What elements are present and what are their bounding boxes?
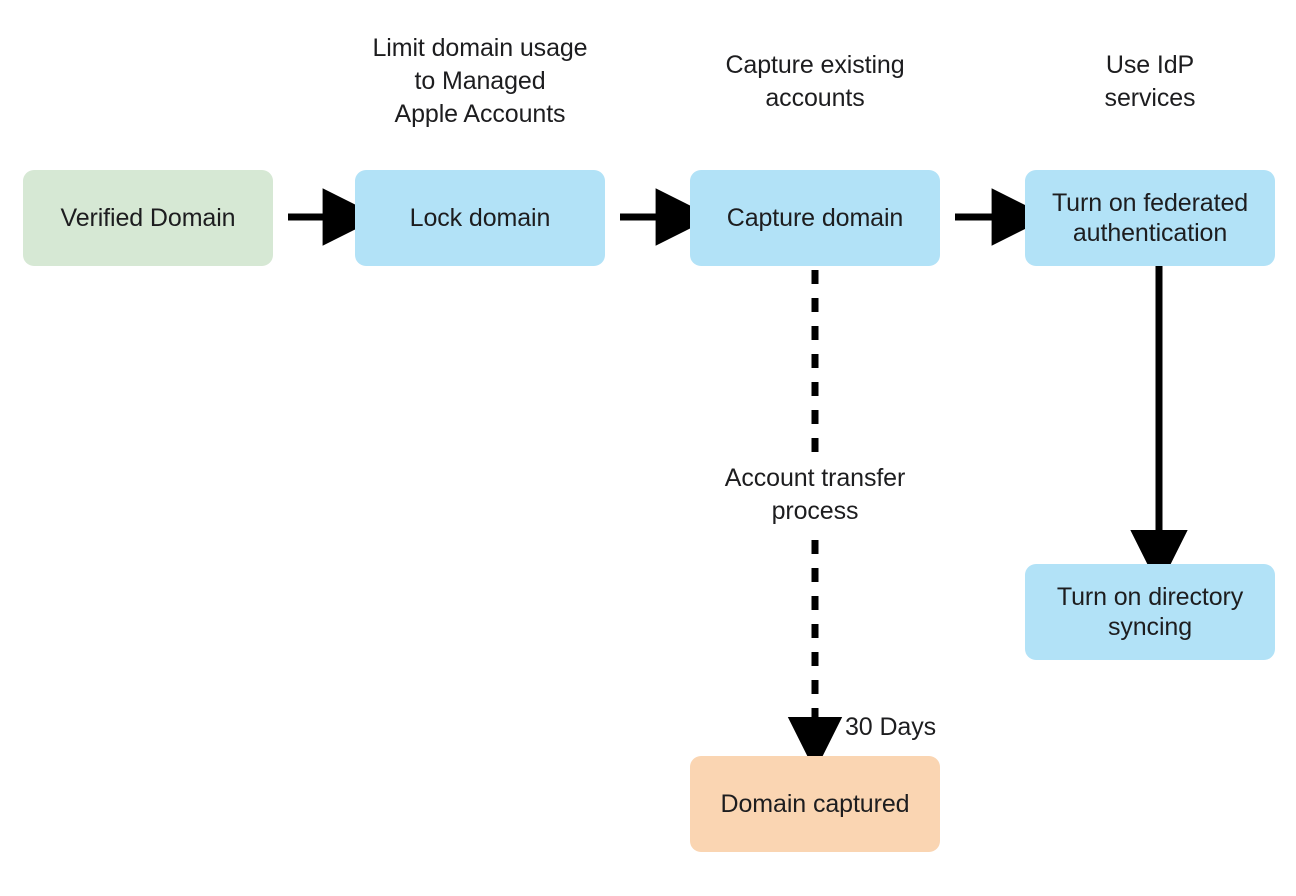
node-capture-domain[interactable]: Capture domain <box>690 170 940 266</box>
edge-label-account-transfer-process: Account transfer process <box>724 464 906 525</box>
edge-label-30-days: 30 Days <box>845 713 937 741</box>
node-turn-on-federated-authentication[interactable]: Turn on federated authentication <box>1025 170 1275 266</box>
node-verified-domain[interactable]: Verified Domain <box>23 170 273 266</box>
node-domain-captured[interactable]: Domain captured <box>690 756 940 852</box>
caption-lock-domain: Limit domain usage to Managed Apple Acco… <box>372 34 588 128</box>
node-lock-domain[interactable]: Lock domain <box>355 170 605 266</box>
caption-capture-domain: Capture existing accounts <box>725 51 905 112</box>
caption-federated-auth: Use IdP services <box>1104 51 1196 112</box>
node-turn-on-directory-syncing[interactable]: Turn on directory syncing <box>1025 564 1275 660</box>
